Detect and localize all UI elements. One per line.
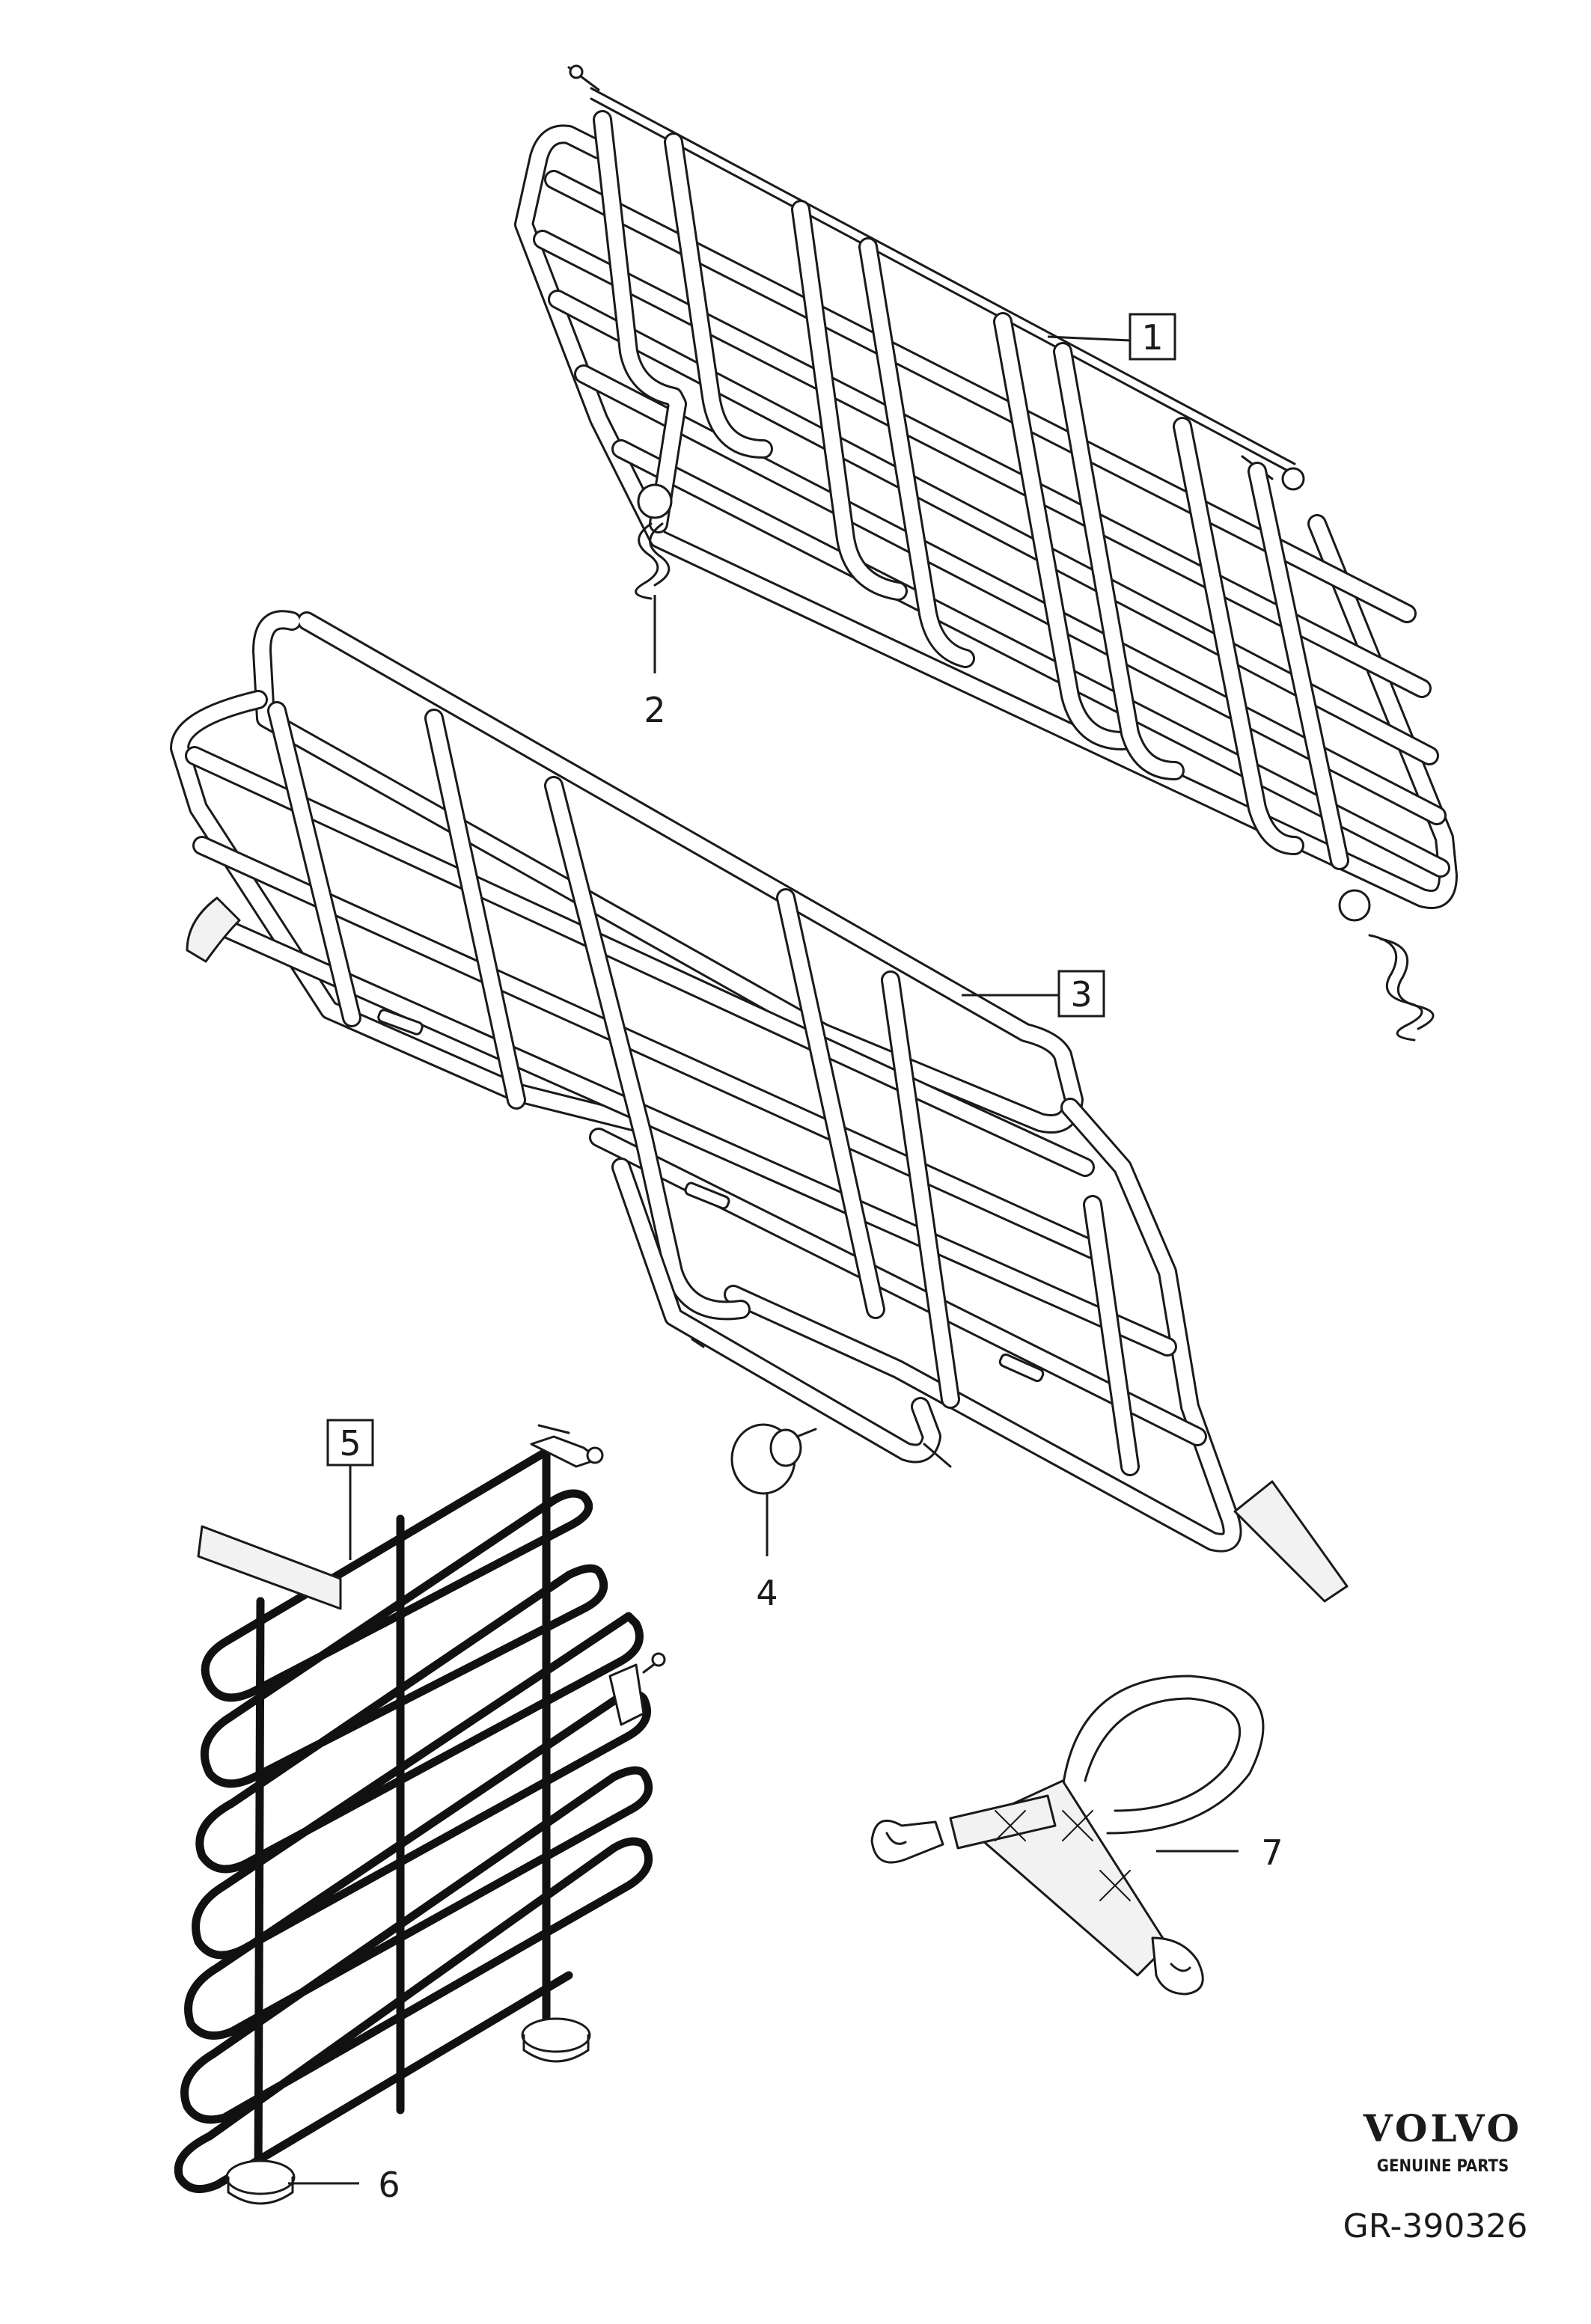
reference-number: GR-390326 [1343,2207,1528,2245]
brand-block: VOLVO GENUINE PARTS GR-390326 [1343,2106,1528,2245]
callout-6: 6 [378,2165,400,2205]
callout-7: 7 [1261,1832,1283,1873]
grille-knob [730,1423,817,1495]
callout-box-3 [1057,970,1105,1018]
strap-assembly [870,1675,1265,1996]
callout-box-1 [1129,313,1176,361]
divider-grille [174,1424,666,2194]
callout-box-5 [326,1419,374,1467]
cargo-grille-lower [170,610,1349,1603]
callout-5: 5 [339,1423,361,1464]
cargo-grille-upper [514,64,1458,1042]
callout-4: 4 [756,1573,778,1613]
divider-knobs [225,2017,591,2205]
genuine-parts-text: GENUINE PARTS [1377,2157,1509,2176]
callouts: 1 2 3 4 5 6 7 [288,313,1283,2205]
callout-1: 1 [1141,317,1163,358]
volvo-logo-text: VOLVO [1363,2106,1522,2150]
callout-2: 2 [644,690,665,730]
callout-3: 3 [1070,974,1092,1015]
